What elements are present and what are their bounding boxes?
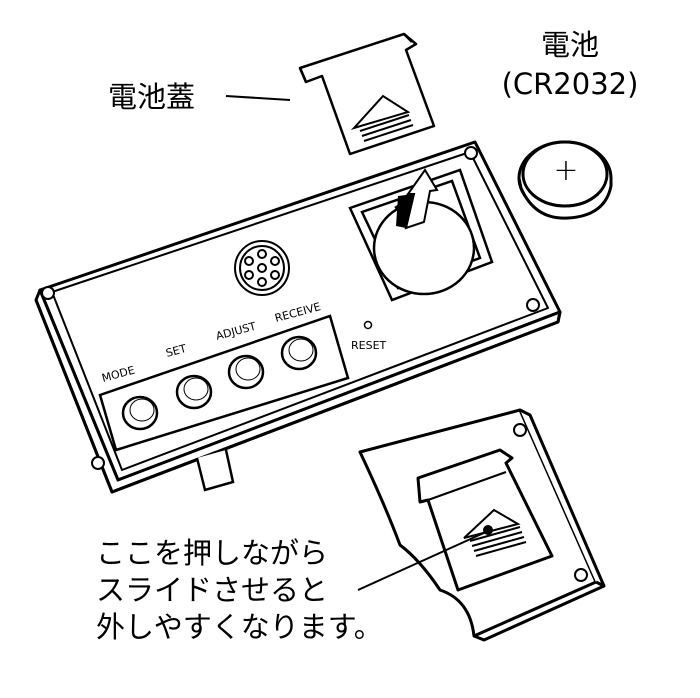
reset-label: RESET [351, 339, 387, 352]
screw-top-right [464, 146, 478, 160]
battery-plus-sign: + [553, 153, 578, 188]
screw-bottom-right [526, 298, 540, 312]
removal-arrow-icon [396, 168, 439, 230]
coin-battery [517, 140, 613, 220]
instruction-line1: ここを押しながら [96, 536, 328, 570]
battery-cover [298, 32, 436, 156]
screw-top-left [41, 286, 55, 300]
cable [195, 449, 235, 492]
instruction-line3: 外しやすくなります。 [96, 610, 383, 644]
cover-grip-icon [350, 94, 414, 142]
detail-grip-icon [463, 508, 527, 557]
instruction-leader-line [357, 531, 487, 591]
screw-bottom-left [91, 456, 105, 470]
battery-cover-label: 電池蓋 [108, 80, 195, 114]
battery-label-line2: (CR2032) [502, 67, 639, 101]
reset-hole [363, 320, 373, 330]
detail-screw [513, 423, 588, 582]
instruction-line2: スライドさせると [96, 573, 328, 607]
speaker-grille [234, 240, 290, 296]
battery-cover-leader-line [225, 95, 291, 101]
set-button [175, 374, 213, 410]
receive-button [280, 335, 318, 371]
mode-button [121, 395, 159, 431]
adjust-button [227, 354, 265, 390]
battery-label-line1: 電池 [541, 28, 599, 62]
set-label: SET [164, 342, 188, 360]
